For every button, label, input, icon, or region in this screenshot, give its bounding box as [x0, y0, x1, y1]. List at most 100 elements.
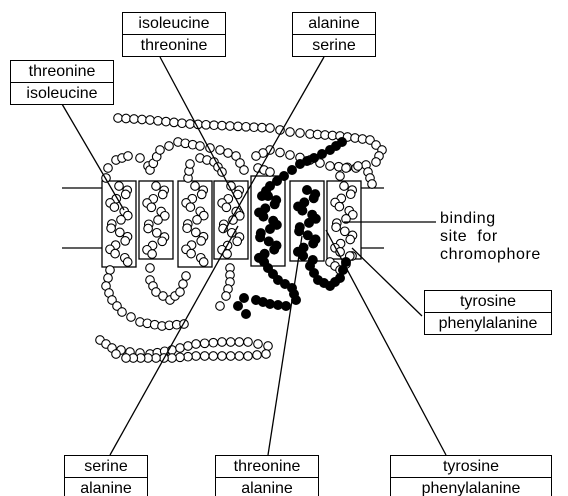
chain-bead-225: [222, 203, 231, 212]
chain-bead-46: [276, 148, 285, 157]
label-bottom-left-line2: alanine: [65, 477, 147, 496]
highlight-bead-22: [266, 225, 275, 234]
highlight-bead-43: [240, 294, 249, 303]
leader-line-7: [326, 230, 446, 455]
label-bottom-left: serine alanine: [64, 455, 148, 496]
highlight-bead-54: [305, 218, 314, 227]
highlight-bead-6: [288, 166, 297, 175]
chain-bead-113: [182, 272, 191, 281]
chain-bead-214: [197, 237, 206, 246]
highlight-bead-51: [298, 206, 307, 215]
label-right-middle-line1: tyrosine: [425, 291, 551, 312]
chain-bead-167: [121, 190, 130, 199]
chain-bead-127: [200, 339, 209, 348]
leader-line-6: [268, 236, 302, 455]
chain-bead-126: [192, 340, 201, 349]
chain-bead-128: [209, 338, 218, 347]
chain-bead-83: [336, 172, 345, 181]
highlight-bead-24: [256, 233, 265, 242]
label-top-center-line2: threonine: [123, 34, 225, 56]
chain-bead-112: [179, 280, 188, 289]
highlight-bead-42: [252, 296, 261, 305]
chain-bead-173: [117, 216, 126, 225]
chain-bead-159: [216, 302, 225, 311]
chain-bead-10: [186, 120, 195, 129]
chain-bead-141: [209, 352, 218, 361]
chain-bead-85: [354, 162, 363, 171]
chain-bead-206: [186, 203, 195, 212]
chain-bead-54: [104, 164, 113, 173]
chain-bead-242: [335, 202, 344, 211]
highlight-bead-56: [295, 227, 304, 236]
chain-bead-95: [118, 308, 127, 317]
chain-bead-250: [346, 235, 355, 244]
label-bottom-right: tyrosine phenylalanine: [390, 455, 552, 496]
chain-bead-36: [372, 158, 381, 167]
chain-bead-201: [191, 182, 200, 191]
chain-bead-146: [168, 354, 177, 363]
label-top-left: threonine isoleucine: [10, 60, 114, 105]
chain-bead-52: [266, 168, 275, 177]
label-right-middle-line2: phenylalanine: [425, 312, 551, 334]
label-top-left-line2: isoleucine: [11, 82, 113, 104]
binding-note-line2: site for: [440, 228, 541, 246]
chain-bead-79: [224, 149, 233, 158]
chain-bead-176: [116, 228, 125, 237]
chain-bead-192: [154, 216, 163, 225]
chain-bead-1: [114, 114, 123, 123]
chain-bead-138: [235, 352, 244, 361]
highlight-bead-13: [338, 138, 347, 147]
chain-bead-212: [192, 228, 201, 237]
chain-bead-96: [127, 313, 136, 322]
label-top-right-line1: alanine: [293, 13, 375, 34]
label-bottom-center: threonine alanine: [215, 455, 319, 496]
chain-bead-145: [176, 353, 185, 362]
chain-bead-72: [165, 142, 174, 151]
chain-bead-18: [250, 123, 259, 132]
chain-bead-71: [156, 146, 165, 155]
chain-bead-2: [122, 114, 131, 123]
chain-bead-19: [258, 123, 267, 132]
binding-note-line1: binding: [440, 210, 541, 228]
binding-note-line3: chromophore: [440, 246, 541, 264]
chain-bead-6: [154, 117, 163, 126]
chain-bead-16: [234, 122, 243, 131]
chain-bead-111: [176, 288, 185, 297]
chain-bead-200: [148, 250, 157, 259]
chain-bead-143: [192, 352, 201, 361]
chain-bead-15: [226, 122, 235, 131]
chain-bead-76: [196, 142, 205, 151]
chain-bead-217: [187, 249, 196, 258]
label-top-center-line1: isoleucine: [123, 13, 225, 34]
leader-line-4: [352, 248, 422, 316]
chain-bead-194: [144, 224, 153, 233]
chain-bead-136: [253, 351, 262, 360]
chain-bead-239: [346, 190, 355, 199]
chain-bead-5: [146, 116, 155, 125]
chain-bead-170: [110, 203, 119, 212]
chain-bead-233: [233, 237, 242, 246]
chain-bead-181: [111, 249, 120, 258]
highlight-bead-44: [234, 302, 243, 311]
chain-bead-247: [332, 223, 341, 232]
chain-bead-219: [199, 258, 208, 267]
chain-bead-20: [266, 124, 275, 133]
chain-bead-9: [178, 119, 187, 128]
chain-bead-211: [183, 224, 192, 233]
label-bottom-right-line2: phenylalanine: [391, 477, 551, 496]
chain-bead-57: [124, 152, 133, 161]
label-right-middle: tyrosine phenylalanine: [424, 290, 552, 335]
chain-bead-142: [200, 352, 209, 361]
chain-bead-203: [197, 190, 206, 199]
chain-bead-125: [184, 342, 193, 351]
chain-bead-197: [158, 237, 167, 246]
chain-bead-78: [216, 146, 225, 155]
chain-bead-89: [106, 266, 115, 275]
highlight-bead-5: [280, 172, 289, 181]
chain-bead-137: [244, 352, 253, 361]
chain-bead-148: [152, 354, 161, 363]
chain-bead-165: [115, 182, 124, 191]
chain-bead-22: [286, 128, 295, 137]
chain-bead-144: [184, 352, 193, 361]
